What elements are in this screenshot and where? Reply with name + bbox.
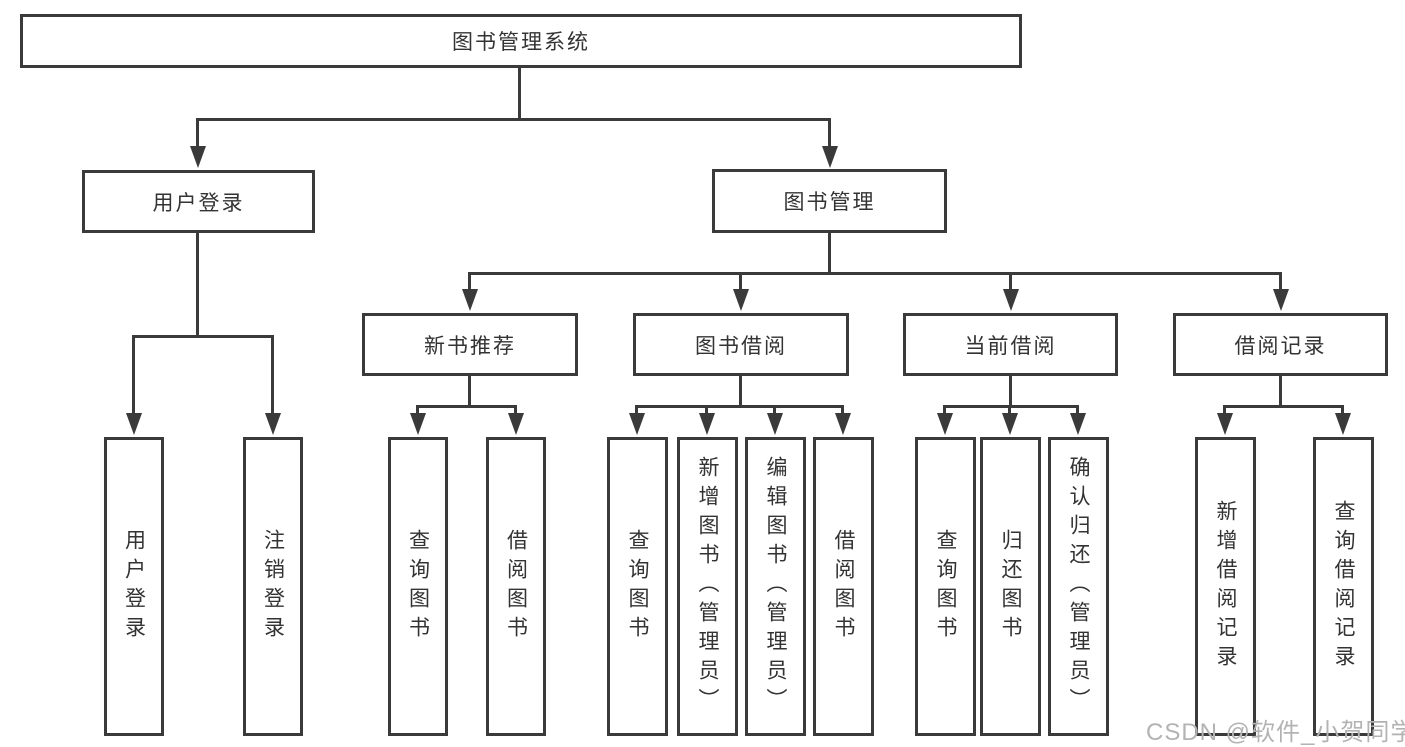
connector-bookborrow-hline [635, 405, 844, 408]
connector-br-query-shaft [1341, 405, 1344, 417]
csdn-watermark: CSDN @软件_小贺同学 [1146, 719, 1405, 746]
connector-l3-currentborrow-shaft [1009, 272, 1012, 294]
leaf-cb-confirm-return-admin: 确认归还（管理员） [1048, 437, 1109, 736]
connector-bb-edit-shaft [773, 405, 776, 417]
leaf-cb-query-books-label: 查询图书 [934, 528, 957, 645]
node-borrow-records-label: 借阅记录 [1234, 334, 1327, 358]
connector-cb-return-shaft [1008, 405, 1011, 417]
node-new-book-recommend: 新书推荐 [362, 313, 578, 376]
leaf-logout: 注销登录 [243, 437, 303, 736]
connector-root-vline [518, 67, 521, 118]
arrow-down-br-add-icon [1217, 413, 1233, 435]
leaf-cb-return-books: 归还图书 [980, 437, 1041, 736]
leaf-cb-query-books: 查询图书 [915, 437, 976, 736]
arrow-down-book-mgmt-icon [822, 146, 838, 168]
node-root: 图书管理系统 [20, 14, 1022, 68]
connector-bookborrow-vline [739, 376, 742, 405]
leaf-bb-edit-book-admin: 编辑图书（管理员） [745, 437, 806, 736]
connector-user-login-vline [196, 233, 199, 335]
leaf-nb-borrow-books-label: 借阅图书 [504, 528, 528, 645]
node-current-borrow-label: 当前借阅 [964, 334, 1057, 358]
node-root-label: 图书管理系统 [452, 31, 590, 54]
node-book-management: 图书管理 [712, 169, 947, 233]
connector-l3-bookborrow-shaft [739, 272, 742, 294]
leaf-logout-label: 注销登录 [261, 528, 285, 645]
leaf-bb-add-book-admin: 新增图书（管理员） [677, 437, 738, 736]
connector-records-hline [1223, 405, 1344, 408]
arrow-down-cb-return-icon [1002, 413, 1018, 435]
connector-book-mgmt-shaft [828, 118, 831, 150]
arrow-down-l3-newbooks-icon [462, 289, 478, 311]
leaf-user-login: 用户登录 [104, 437, 164, 736]
leaf-cb-return-books-label: 归还图书 [999, 528, 1022, 645]
connector-records-vline [1279, 376, 1282, 405]
connector-br-add-shaft [1223, 405, 1226, 417]
connector-book-mgmt-hline [468, 272, 1281, 275]
connector-bb-add-shaft [705, 405, 708, 417]
connector-nb-borrow-shaft [514, 405, 517, 417]
connector-user-login-hline [132, 335, 273, 338]
arrow-down-user-login-icon [190, 146, 206, 168]
connector-book-mgmt-vline [828, 233, 831, 272]
arrow-down-cb-query-icon [937, 413, 953, 435]
leaf-br-query-record-label: 查询借阅记录 [1332, 499, 1355, 674]
node-user-login: 用户登录 [82, 170, 315, 233]
connector-bb-query-shaft [635, 405, 638, 417]
arrow-down-nb-query-icon [410, 413, 426, 435]
connector-leaf-logout-shaft [271, 335, 274, 417]
node-user-login-label: 用户登录 [152, 191, 245, 215]
node-current-borrow: 当前借阅 [903, 313, 1118, 376]
connector-leaf-login-shaft [132, 335, 135, 417]
leaf-bb-edit-book-admin-label: 编辑图书（管理员） [764, 456, 787, 717]
node-book-management-label: 图书管理 [783, 191, 876, 214]
arrow-down-nb-borrow-icon [508, 413, 524, 435]
arrow-down-bb-edit-icon [767, 413, 783, 435]
connector-cb-confirm-shaft [1076, 405, 1079, 417]
connector-user-login-shaft [196, 118, 199, 150]
leaf-br-add-record-label: 新增借阅记录 [1214, 499, 1237, 674]
leaf-bb-add-book-admin-label: 新增图书（管理员） [696, 456, 719, 717]
node-borrow-records: 借阅记录 [1173, 313, 1388, 376]
leaf-br-query-record: 查询借阅记录 [1313, 437, 1374, 736]
arrow-down-l3-records-icon [1273, 289, 1289, 311]
leaf-bb-query-books: 查询图书 [607, 437, 668, 736]
connector-bb-borrow-shaft [841, 405, 844, 417]
connector-currentborrow-vline [1009, 376, 1012, 405]
connector-currentborrow-hline [943, 405, 1079, 408]
arrow-down-leaf-login-icon [126, 413, 142, 435]
arrow-down-l3-currentborrow-icon [1003, 289, 1019, 311]
leaf-bb-borrow-books: 借阅图书 [813, 437, 874, 736]
leaf-cb-confirm-return-admin-label: 确认归还（管理员） [1067, 456, 1090, 717]
arrow-down-l3-bookborrow-icon [733, 289, 749, 311]
leaf-br-add-record: 新增借阅记录 [1195, 437, 1256, 736]
leaf-bb-query-books-label: 查询图书 [626, 528, 649, 645]
arrow-down-bb-borrow-icon [835, 413, 851, 435]
connector-l3-records-shaft [1279, 272, 1282, 294]
arrow-down-leaf-logout-icon [265, 413, 281, 435]
connector-cb-query-shaft [943, 405, 946, 417]
connector-newbooks-vline [468, 376, 471, 405]
connector-nb-query-shaft [416, 405, 419, 417]
leaf-nb-query-books: 查询图书 [388, 437, 448, 736]
node-new-book-recommend-label: 新书推荐 [424, 334, 516, 358]
node-book-borrow: 图书借阅 [633, 313, 849, 376]
arrow-down-bb-query-icon [629, 413, 645, 435]
leaf-bb-borrow-books-label: 借阅图书 [832, 528, 855, 645]
leaf-nb-query-books-label: 查询图书 [406, 528, 430, 645]
connector-l3-newbooks-shaft [468, 272, 471, 294]
leaf-nb-borrow-books: 借阅图书 [486, 437, 546, 736]
arrow-down-bb-add-icon [699, 413, 715, 435]
arrow-down-br-query-icon [1335, 413, 1351, 435]
node-book-borrow-label: 图书借阅 [695, 334, 787, 358]
arrow-down-cb-confirm-icon [1070, 413, 1086, 435]
connector-newbooks-hline [416, 405, 517, 408]
connector-root-hline [196, 118, 831, 121]
leaf-user-login-label: 用户登录 [122, 528, 146, 645]
